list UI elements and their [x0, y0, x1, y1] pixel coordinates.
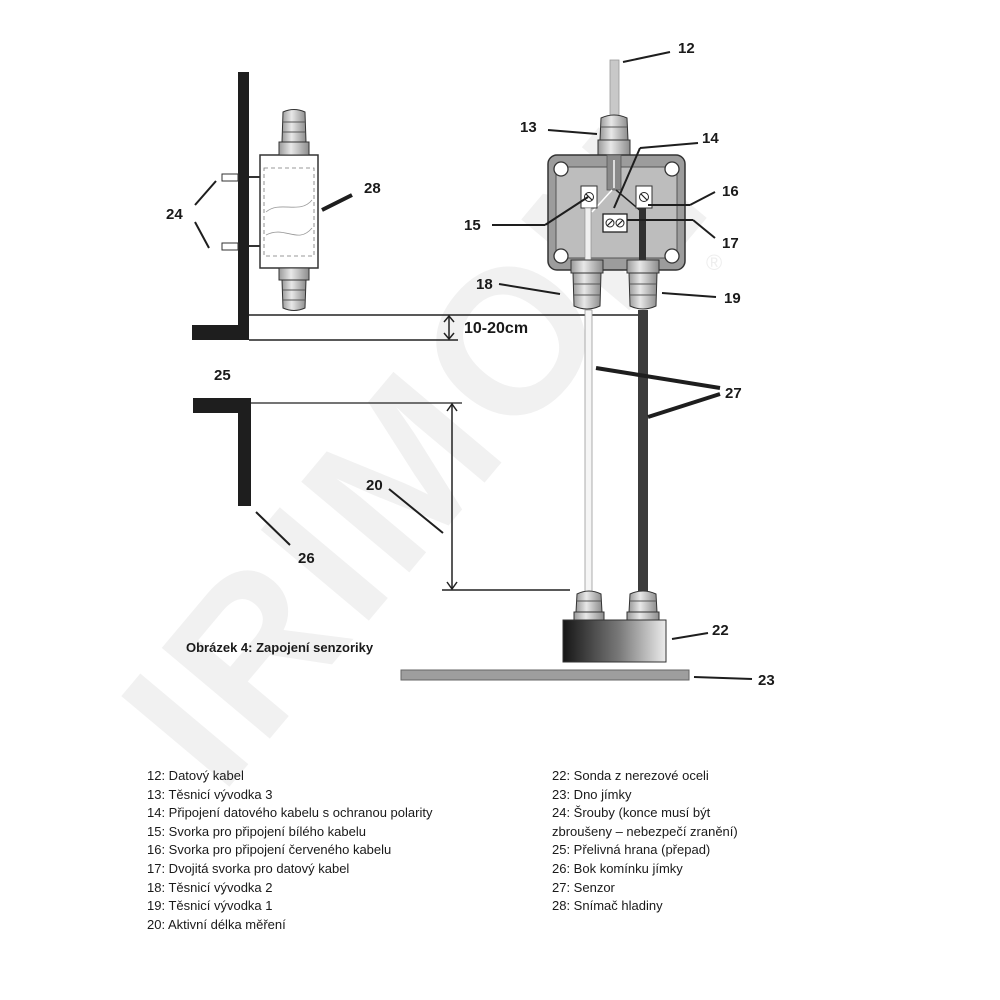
legend-left: 12: Datový kabel 13: Těsnicí vývodka 3 1… — [147, 767, 432, 934]
watermark-registered: ® — [706, 250, 722, 275]
legend-item: 23: Dno jímky — [552, 786, 632, 802]
active-length-dimension — [251, 402, 570, 591]
legend-item: 28: Snímač hladiny — [552, 898, 663, 914]
figure-caption: Obrázek 4: Zapojení senzoriky — [186, 640, 374, 655]
legend-item: 15: Svorka pro připojení bílého kabelu — [147, 823, 366, 839]
legend-item: 17: Dvojitá svorka pro datový kabel — [147, 860, 350, 876]
height-dimension-label: 10-20cm — [464, 320, 528, 337]
callout-27: 27 — [725, 385, 742, 402]
legend-item: 12: Datový kabel — [147, 768, 244, 783]
junction-box — [547, 114, 686, 310]
level-sensor — [259, 109, 319, 311]
callout-16: 16 — [722, 183, 739, 200]
callout-12: 12 — [678, 40, 695, 57]
leader-lines — [194, 51, 753, 680]
legend-item: 20: Aktivní délka měření — [147, 916, 286, 932]
callout-26: 26 — [298, 550, 315, 567]
wall-bracket — [192, 72, 249, 340]
callout-14: 14 — [702, 130, 719, 147]
callout-15: 15 — [464, 217, 481, 234]
callout-18: 18 — [476, 276, 493, 293]
legend-item: zbroušeny – nebezpečí zranění) — [552, 823, 738, 839]
callout-25: 25 — [214, 367, 231, 384]
legend-item: 14: Připojení datového kabelu s ochranou… — [147, 805, 433, 821]
legend-item: 16: Svorka pro připojení červeného kabel… — [147, 842, 392, 858]
callout-20: 20 — [366, 477, 383, 494]
data-cable — [609, 59, 620, 116]
callout-22: 22 — [712, 622, 729, 639]
legend-item: 25: Přelivná hrana (přepad) — [552, 842, 711, 858]
sump-bottom — [400, 669, 690, 681]
legend-item: 18: Těsnicí vývodka 2 — [147, 879, 273, 895]
callout-17: 17 — [722, 235, 739, 252]
legend-item: 13: Těsnicí vývodka 3 — [147, 786, 273, 802]
callout-numbers: 12 13 14 15 16 17 18 19 20 22 23 24 25 2… — [166, 40, 775, 689]
callout-23: 23 — [758, 672, 775, 689]
stainless-probe — [562, 590, 667, 663]
legend-item: 27: Senzor — [552, 879, 615, 895]
callout-19: 19 — [724, 290, 741, 307]
overflow-edge — [193, 398, 251, 506]
height-dimension — [249, 314, 640, 341]
legend-item: 26: Bok komínku jímky — [552, 860, 683, 876]
legend-right: 22: Sonda z nerezové oceli 23: Dno jímky… — [552, 767, 738, 916]
callout-24: 24 — [166, 206, 183, 223]
callout-28: 28 — [364, 180, 381, 197]
legend-item: 22: Sonda z nerezové oceli — [552, 768, 709, 783]
legend-item: 19: Těsnicí vývodka 1 — [147, 898, 273, 914]
callout-13: 13 — [520, 119, 537, 136]
legend-item: 24: Šrouby (konce musí být — [552, 805, 711, 821]
